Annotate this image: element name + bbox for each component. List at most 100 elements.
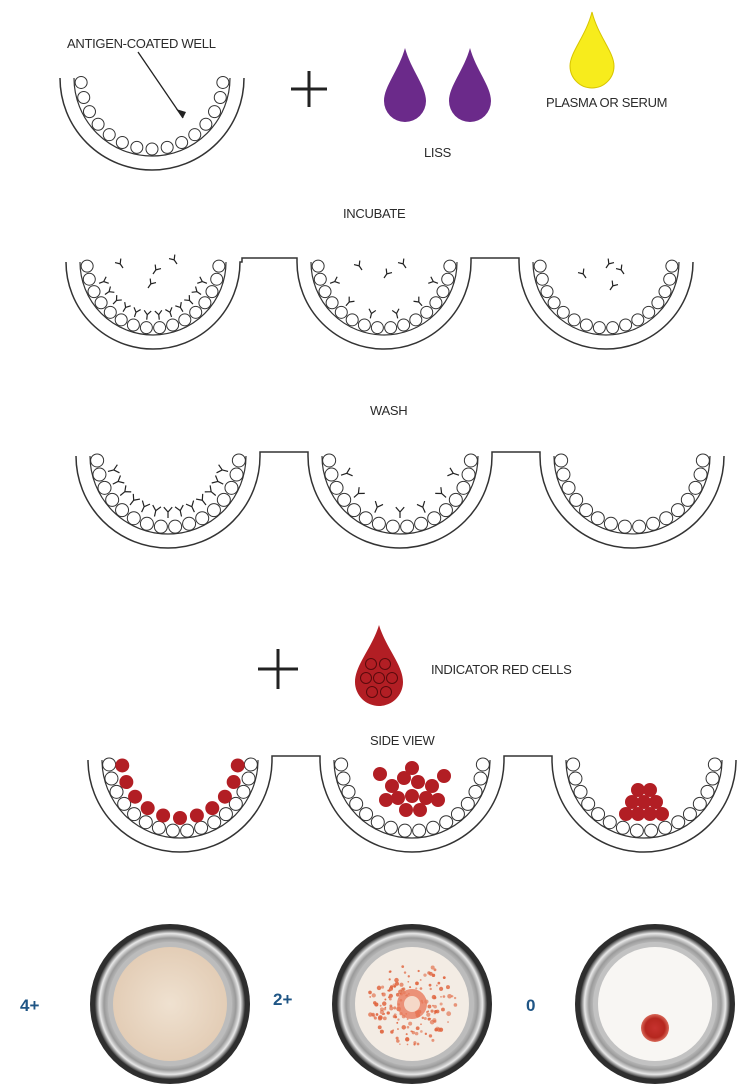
red-cell-speck (425, 1033, 427, 1035)
red-cell (405, 789, 419, 803)
antibody-mark (184, 295, 193, 304)
red-cell-speck (431, 1039, 434, 1042)
antigen-bead (645, 824, 658, 837)
antigen-bead (681, 493, 694, 506)
red-cell-speck (440, 996, 442, 998)
antigen-bead (116, 137, 128, 149)
antigen-bead (183, 517, 196, 530)
red-cell-speck (382, 1001, 386, 1005)
red-cell-speck (427, 1005, 431, 1009)
red-cell-speck (389, 994, 393, 998)
red-cell-speck (389, 978, 391, 980)
liss-drop-icon (384, 48, 426, 122)
antibody-mark (212, 476, 224, 485)
antigen-bead (230, 468, 243, 481)
antigen-bead (196, 512, 209, 525)
antibody-mark (205, 485, 216, 495)
red-cell-speck (373, 1001, 376, 1004)
red-cell-speck (389, 998, 392, 1001)
antibody-mark (134, 307, 141, 317)
antigen-bead (401, 520, 414, 533)
red-cell (643, 783, 657, 797)
antigen-bead (93, 468, 106, 481)
result-grade-2plus: 2+ (273, 990, 292, 1009)
label-liss: LISS (424, 145, 452, 160)
antigen-bead (706, 772, 719, 785)
antibody-mark (130, 494, 140, 505)
antigen-bead (167, 319, 179, 331)
antigen-bead (105, 772, 118, 785)
red-cell-speck (423, 974, 426, 977)
red-cell (128, 790, 142, 804)
antigen-bead (469, 785, 482, 798)
antigen-bead (582, 797, 595, 810)
red-cell-speck (415, 982, 419, 986)
red-cell-speck (407, 1044, 409, 1046)
antigen-bead (701, 785, 714, 798)
antigen-bead (208, 816, 221, 829)
antibody-mark (196, 494, 206, 505)
red-cell-speck (409, 986, 411, 988)
result-well-2plus (332, 924, 492, 1084)
antigen-bead (319, 286, 331, 298)
antigen-bead (430, 297, 442, 309)
label-antigen-coated-well: ANTIGEN-COATED WELL (67, 36, 216, 51)
red-cell-speck (405, 1037, 409, 1041)
red-cell-speck (434, 1028, 437, 1031)
antigen-bead (217, 76, 229, 88)
antigen-bead (217, 493, 230, 506)
red-cell-speck (372, 993, 376, 997)
antigen-bead (115, 314, 127, 326)
antigen-bead (342, 785, 355, 798)
antigen-bead (652, 297, 664, 309)
liss-drop-icon (449, 48, 491, 122)
antigen-bead (200, 118, 212, 130)
red-cell-speck (404, 971, 406, 973)
red-cell-speck (437, 982, 440, 985)
antibody-mark (186, 501, 194, 513)
indicator-red-cell-drop-icon (355, 625, 403, 706)
antigen-bead (659, 821, 672, 834)
antigen-bead (461, 797, 474, 810)
antibody-mark (113, 295, 122, 304)
red-cell-speck (436, 985, 438, 987)
red-cell (119, 775, 133, 789)
antigen-bead (569, 772, 582, 785)
red-cell-speck (390, 1030, 393, 1033)
antigen-bead (81, 260, 93, 272)
antibody-mark (414, 297, 423, 306)
antigen-bead (211, 273, 223, 285)
red-cell-speck (454, 1003, 458, 1007)
red-cell (190, 808, 204, 822)
red-cell (431, 793, 445, 807)
antibody-mark (354, 487, 365, 497)
red-cell-button (641, 1014, 669, 1042)
antigen-bead (189, 129, 201, 141)
red-cell-speck (446, 985, 450, 989)
red-cell-speck (380, 1007, 384, 1011)
antigen-bead (359, 512, 372, 525)
antigen-bead (325, 468, 338, 481)
red-cell-speck (387, 990, 389, 992)
red-cell-speck (392, 983, 396, 987)
antibody-layer (108, 465, 459, 518)
red-cell-speck (408, 975, 410, 977)
antibody-mark (120, 485, 131, 495)
antigen-bead (428, 512, 441, 525)
antigen-bead (350, 797, 363, 810)
antigen-bead (116, 504, 129, 517)
antigen-bead (98, 481, 111, 494)
red-cell-speck (377, 986, 382, 991)
antigen-bead (555, 454, 568, 467)
red-cell-speck (380, 1005, 382, 1007)
antigen-bead (570, 493, 583, 506)
antigen-bead (385, 322, 397, 334)
antigen-bead (666, 260, 678, 272)
red-cell-speck (394, 978, 399, 983)
red-cell (156, 808, 170, 822)
antigen-bead (534, 260, 546, 272)
antigen-bead (323, 454, 336, 467)
antigen-bead (607, 322, 619, 334)
antigen-bead (568, 314, 580, 326)
antigen-bead (567, 758, 580, 771)
